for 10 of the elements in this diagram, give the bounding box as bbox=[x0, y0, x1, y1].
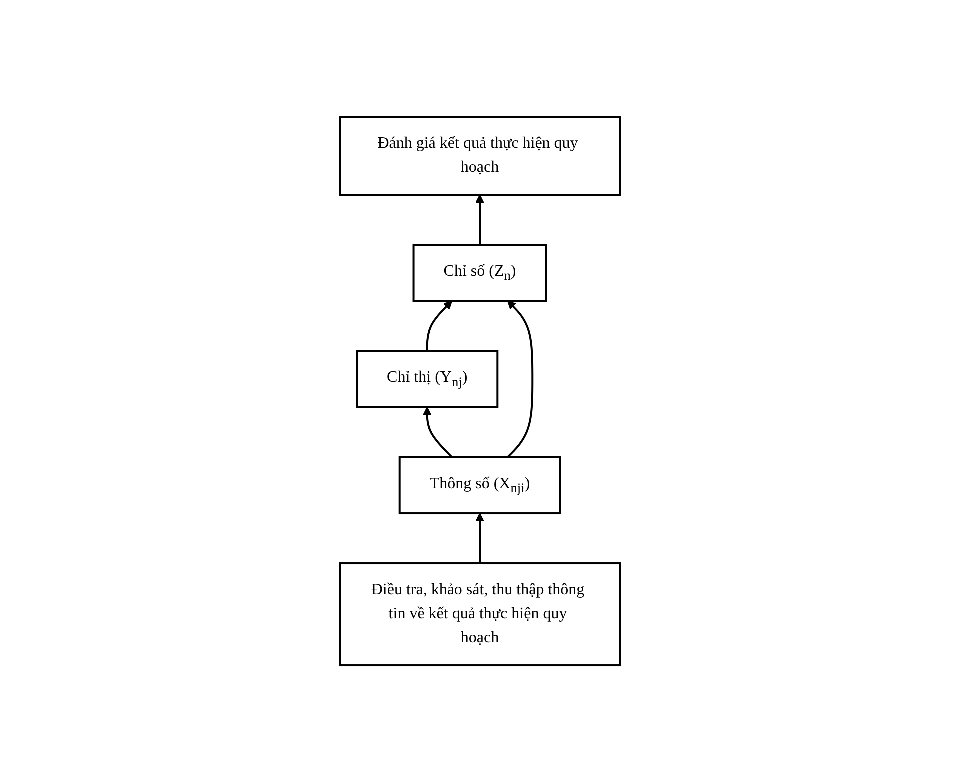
arrow bbox=[426, 301, 452, 352]
arrow bbox=[475, 513, 484, 564]
node-box: Điều tra, khảo sát, thu thập thông tin về kết quả thực hiện quy hoạch bbox=[338, 562, 620, 667]
node-box: Thông số (X$_{nji}$) bbox=[398, 456, 561, 515]
arrow bbox=[422, 407, 452, 458]
arrow bbox=[506, 301, 534, 458]
node-box: Chỉ số (Z$_{n}$) bbox=[412, 244, 547, 302]
node-box: Đánh giá kết quả thực hiện quy hoạch bbox=[338, 116, 620, 196]
node-box: Chỉ thị (Y$_{nj}$) bbox=[356, 350, 498, 409]
arrow bbox=[475, 194, 484, 246]
